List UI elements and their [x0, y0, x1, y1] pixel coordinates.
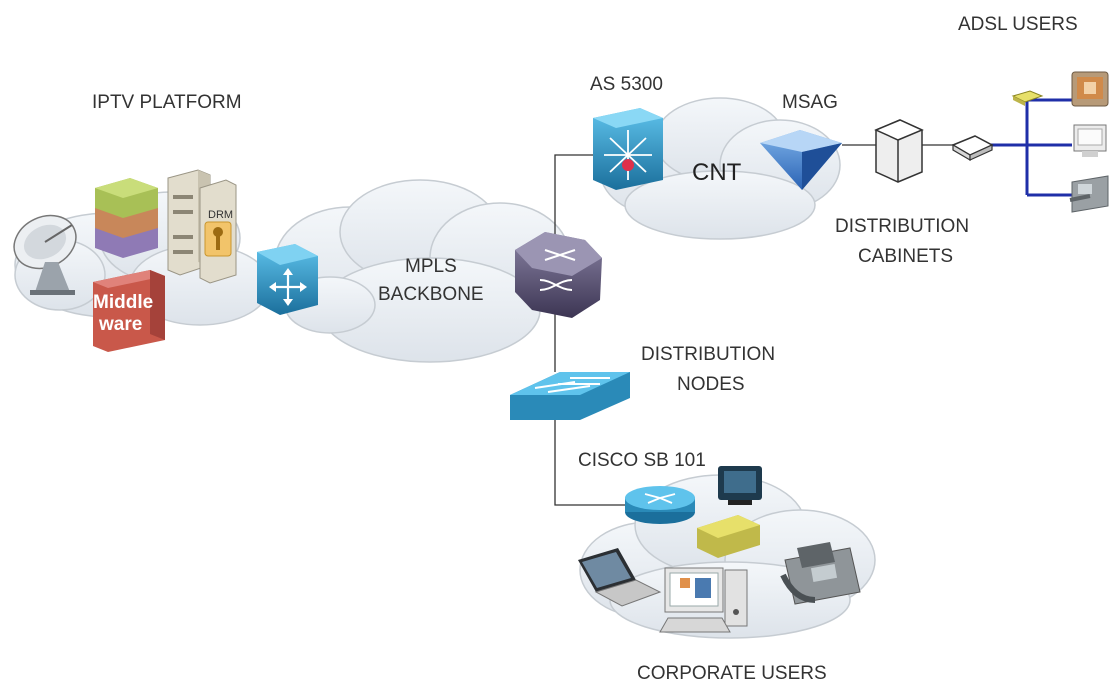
mpls-label-line1: MPLS	[405, 256, 457, 277]
adsl-links	[990, 98, 1072, 197]
mpls-label-line2: BACKBONE	[378, 284, 484, 305]
as5300-label: AS 5300	[590, 74, 663, 95]
adsl-users-label: ADSL USERS	[958, 14, 1078, 35]
desktop-pc-icon	[1073, 124, 1107, 157]
drm-label: DRM	[208, 209, 233, 221]
msag-icon	[760, 130, 842, 190]
tv-icon	[718, 466, 762, 505]
cnt-label: CNT	[692, 159, 742, 186]
multilayer-switch-icon	[593, 108, 663, 190]
distribution-nodes-label-line2: NODES	[677, 374, 745, 395]
laptop-icon	[578, 548, 662, 607]
cisco-sb101-label: CISCO SB 101	[578, 450, 706, 471]
middleware-label-line1: Middle	[93, 292, 153, 313]
satellite-dish-icon	[13, 214, 77, 295]
router-icon	[625, 486, 695, 524]
layer3-switch-icon	[257, 244, 318, 315]
iptv-platform-label: IPTV PLATFORM	[92, 92, 242, 113]
drm-key-icon: DRM	[204, 209, 233, 257]
desktop-pc-icon	[659, 567, 748, 633]
middleware-label-line2: ware	[98, 314, 142, 335]
corporate-users-label: CORPORATE USERS	[637, 663, 827, 684]
distribution-cabinet-icon	[874, 119, 924, 183]
storage-stack-icon	[95, 178, 158, 258]
msag-label: MSAG	[782, 92, 838, 113]
adsl-modem-icon	[951, 135, 994, 162]
set-top-box-icon	[697, 515, 760, 558]
set-top-box-icon	[1011, 90, 1044, 106]
middleware-box-icon: Middle ware	[93, 270, 165, 352]
distribution-cabinets-label-line2: CABINETS	[858, 246, 953, 267]
distribution-cabinets-label-line1: DISTRIBUTION	[835, 216, 969, 237]
tv-icon	[1071, 71, 1109, 107]
ip-phone-icon	[780, 542, 861, 605]
core-router-icon	[515, 232, 602, 318]
workgroup-switch-icon	[510, 372, 630, 420]
ip-phone-icon	[1069, 175, 1109, 213]
distribution-nodes-label-line1: DISTRIBUTION	[641, 344, 775, 365]
